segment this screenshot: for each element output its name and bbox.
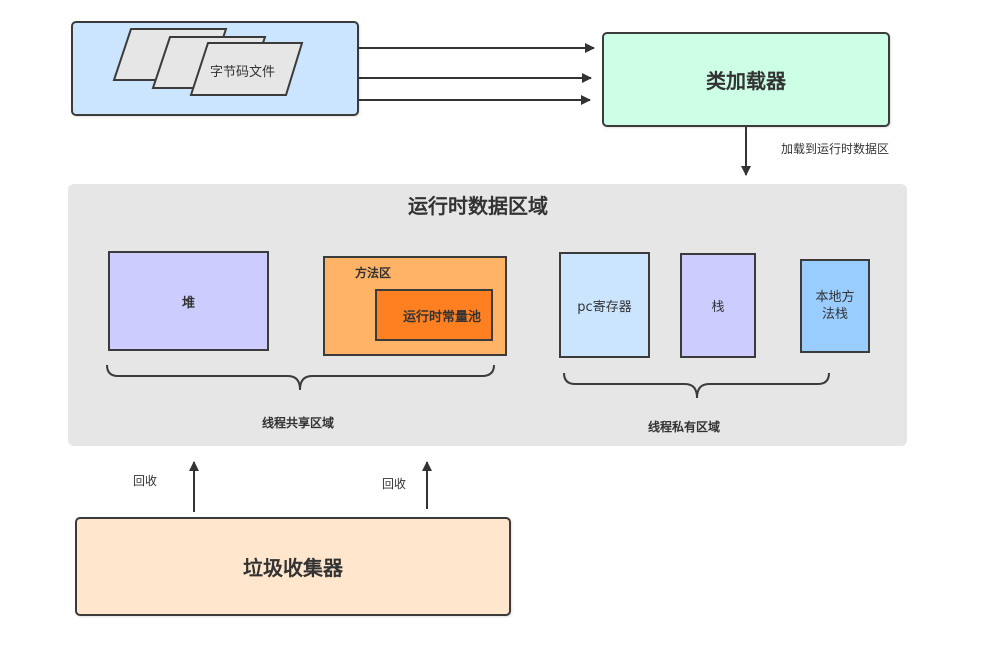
- heap-box: 堆: [108, 251, 269, 351]
- pc-register-box: pc寄存器: [559, 252, 650, 358]
- class-loader-box: 类加载器: [602, 32, 890, 127]
- method-area-label: 方法区: [355, 266, 392, 280]
- heap-label: 堆: [181, 295, 195, 311]
- runtime-constant-pool-label: 运行时常量池: [402, 309, 481, 325]
- shared-region-label: 线程共享区域: [262, 416, 335, 430]
- load-arrow-label: 加载到运行时数据区: [781, 142, 890, 156]
- garbage-collector-label: 垃圾收集器: [243, 556, 343, 580]
- bytecode-file-label: 字节码文件: [210, 65, 276, 80]
- stack-label: 栈: [711, 300, 725, 315]
- gc-arrow-label-left: 回收: [133, 474, 158, 488]
- runtime-area-title: 运行时数据区域: [408, 194, 548, 218]
- garbage-collector-box: 垃圾收集器: [75, 517, 511, 616]
- native-stack-label-line2: 法栈: [821, 307, 848, 322]
- runtime-constant-pool-box: 运行时常量池: [375, 289, 493, 341]
- native-method-stack-box: 本地方 法栈: [800, 259, 870, 353]
- gc-arrow-label-right: 回收: [382, 477, 407, 491]
- private-region-label: 线程私有区域: [648, 420, 721, 434]
- class-loader-label: 类加载器: [706, 69, 786, 93]
- native-stack-label-line1: 本地方: [815, 290, 855, 305]
- stack-box: 栈: [680, 253, 756, 358]
- pc-register-label: pc寄存器: [577, 299, 632, 315]
